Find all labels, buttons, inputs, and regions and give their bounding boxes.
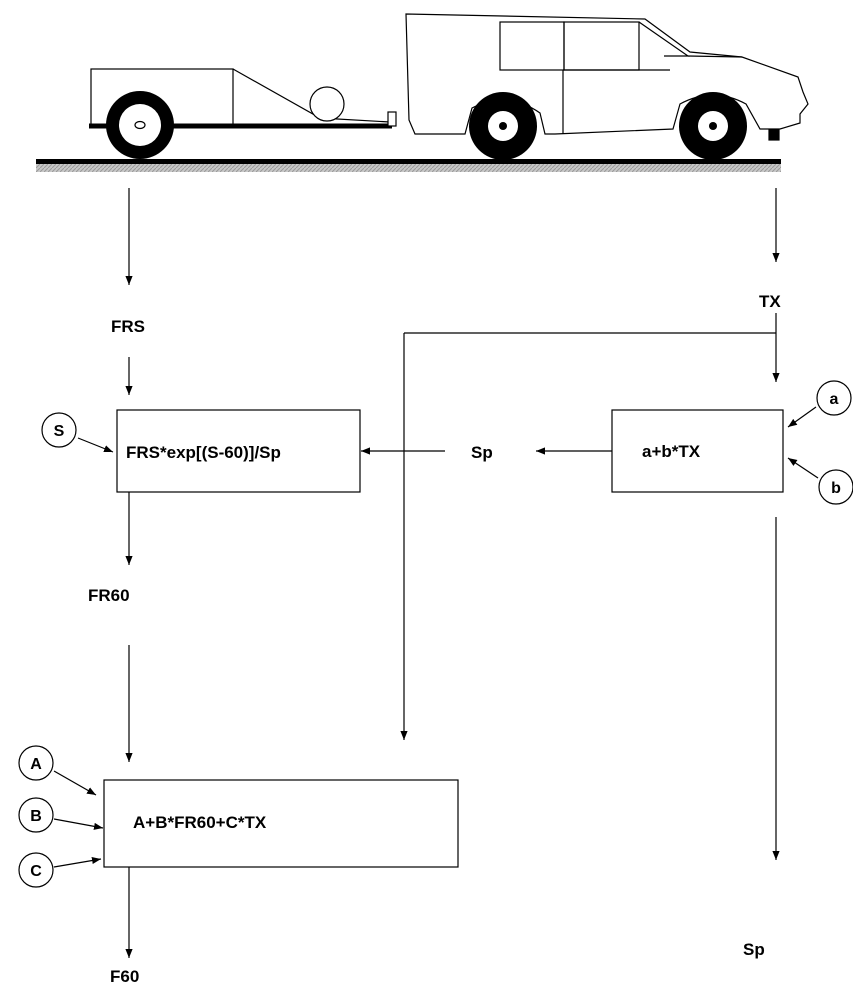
towing-vehicle — [406, 14, 808, 160]
f60-model-formula: A+B*FR60+C*TX — [133, 813, 267, 832]
vehicle-illustration — [36, 14, 808, 172]
param-a-label: a — [830, 391, 839, 408]
param-C-label: C — [30, 863, 42, 880]
arrow-param-b — [788, 458, 818, 478]
param-b-label: b — [831, 480, 841, 497]
vehicle-body — [406, 14, 808, 134]
arrow-param-B — [54, 819, 103, 828]
trailer-wheel-hub — [135, 122, 145, 129]
arrow-param-s — [78, 438, 113, 452]
front-wheel-hub — [709, 122, 717, 130]
trailer-test-wheel — [310, 87, 344, 121]
trailer-drawbar-frame — [233, 69, 390, 122]
measuring-trailer — [89, 69, 396, 159]
process-boxes — [104, 410, 783, 867]
speed-correction-formula: FRS*exp[(S-60)]/Sp — [126, 443, 281, 462]
label-sp-bottom: Sp — [743, 940, 765, 959]
arrow-param-C — [54, 859, 101, 867]
label-fr60: FR60 — [88, 586, 130, 605]
road-surface — [36, 159, 781, 164]
param-A-label: A — [30, 756, 42, 773]
param-B-label: B — [30, 808, 42, 825]
label-tx: TX — [759, 292, 781, 311]
label-sp-left: Sp — [471, 443, 493, 462]
arrow-param-A — [54, 771, 96, 795]
arrow-param-a — [788, 407, 816, 427]
labels: FRS TX FR60 F60 Sp Sp FRS*exp[(S-60)]/Sp… — [30, 292, 841, 984]
front-marker — [769, 130, 779, 140]
speed-model-formula: a+b*TX — [642, 442, 701, 461]
label-frs: FRS — [111, 317, 145, 336]
label-f60: F60 — [110, 967, 139, 984]
tow-hitch — [388, 112, 396, 126]
param-s-label: S — [54, 423, 65, 440]
road-hatch — [36, 164, 781, 172]
rear-wheel-hub — [499, 122, 507, 130]
